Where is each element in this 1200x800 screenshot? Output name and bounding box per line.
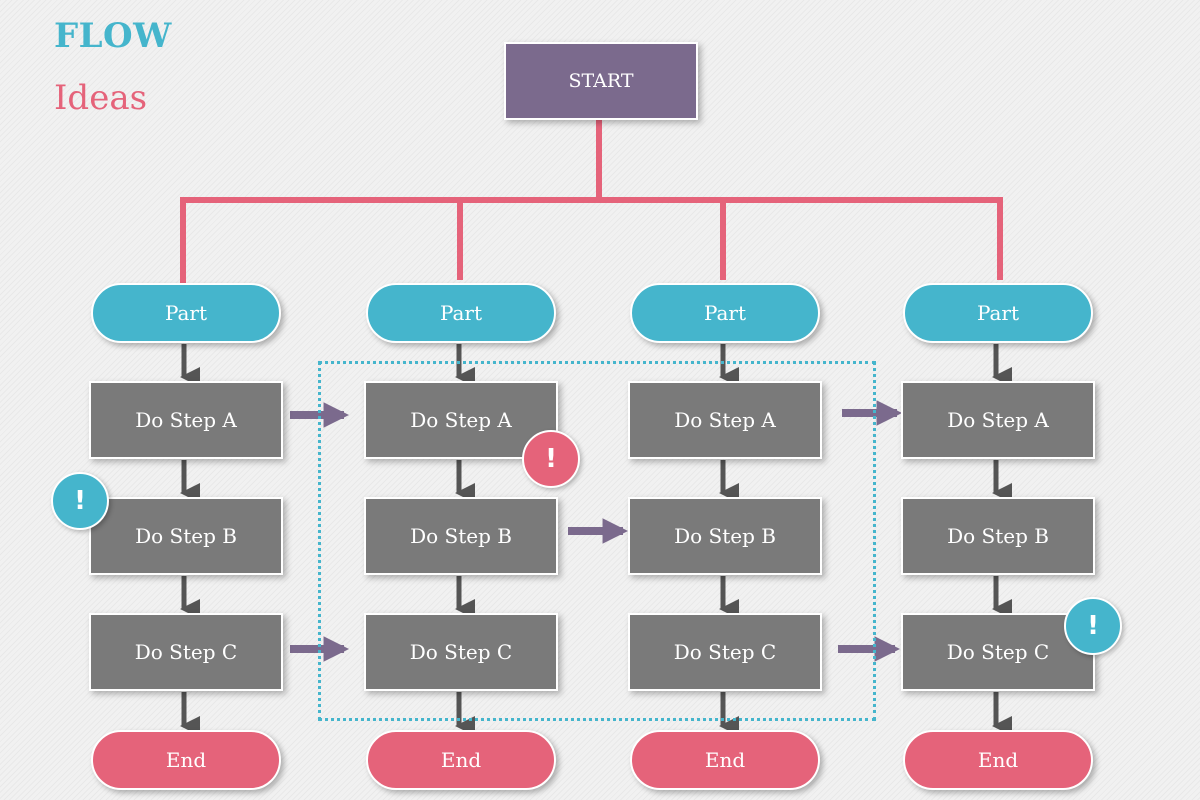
alert-icon: ! (1064, 597, 1122, 655)
step-b-node: Do Step B (364, 497, 558, 575)
diagram-subtitle: Ideas (54, 78, 148, 118)
step-c-node: Do Step C (628, 613, 822, 691)
end-node: End (630, 730, 820, 790)
tree-connector (180, 117, 1003, 283)
step-c-node: Do Step C (901, 613, 1095, 691)
step-a-node: Do Step A (628, 381, 822, 459)
diagram-title: FLOW (54, 16, 172, 56)
part-node: Part (91, 283, 281, 343)
end-node: End (903, 730, 1093, 790)
alert-icon: ! (522, 430, 580, 488)
end-node: End (91, 730, 281, 790)
start-node: START (504, 42, 698, 120)
step-b-node: Do Step B (628, 497, 822, 575)
step-b-node: Do Step B (901, 497, 1095, 575)
step-b-node: Do Step B (89, 497, 283, 575)
step-a-node: Do Step A (901, 381, 1095, 459)
part-node: Part (366, 283, 556, 343)
part-node: Part (903, 283, 1093, 343)
step-a-node: Do Step A (89, 381, 283, 459)
side-arrows (290, 400, 903, 662)
down-arrows (180, 344, 1012, 736)
alert-icon: ! (51, 472, 109, 530)
highlight-frame (318, 361, 876, 721)
end-node: End (366, 730, 556, 790)
step-c-node: Do Step C (89, 613, 283, 691)
step-c-node: Do Step C (364, 613, 558, 691)
part-node: Part (630, 283, 820, 343)
